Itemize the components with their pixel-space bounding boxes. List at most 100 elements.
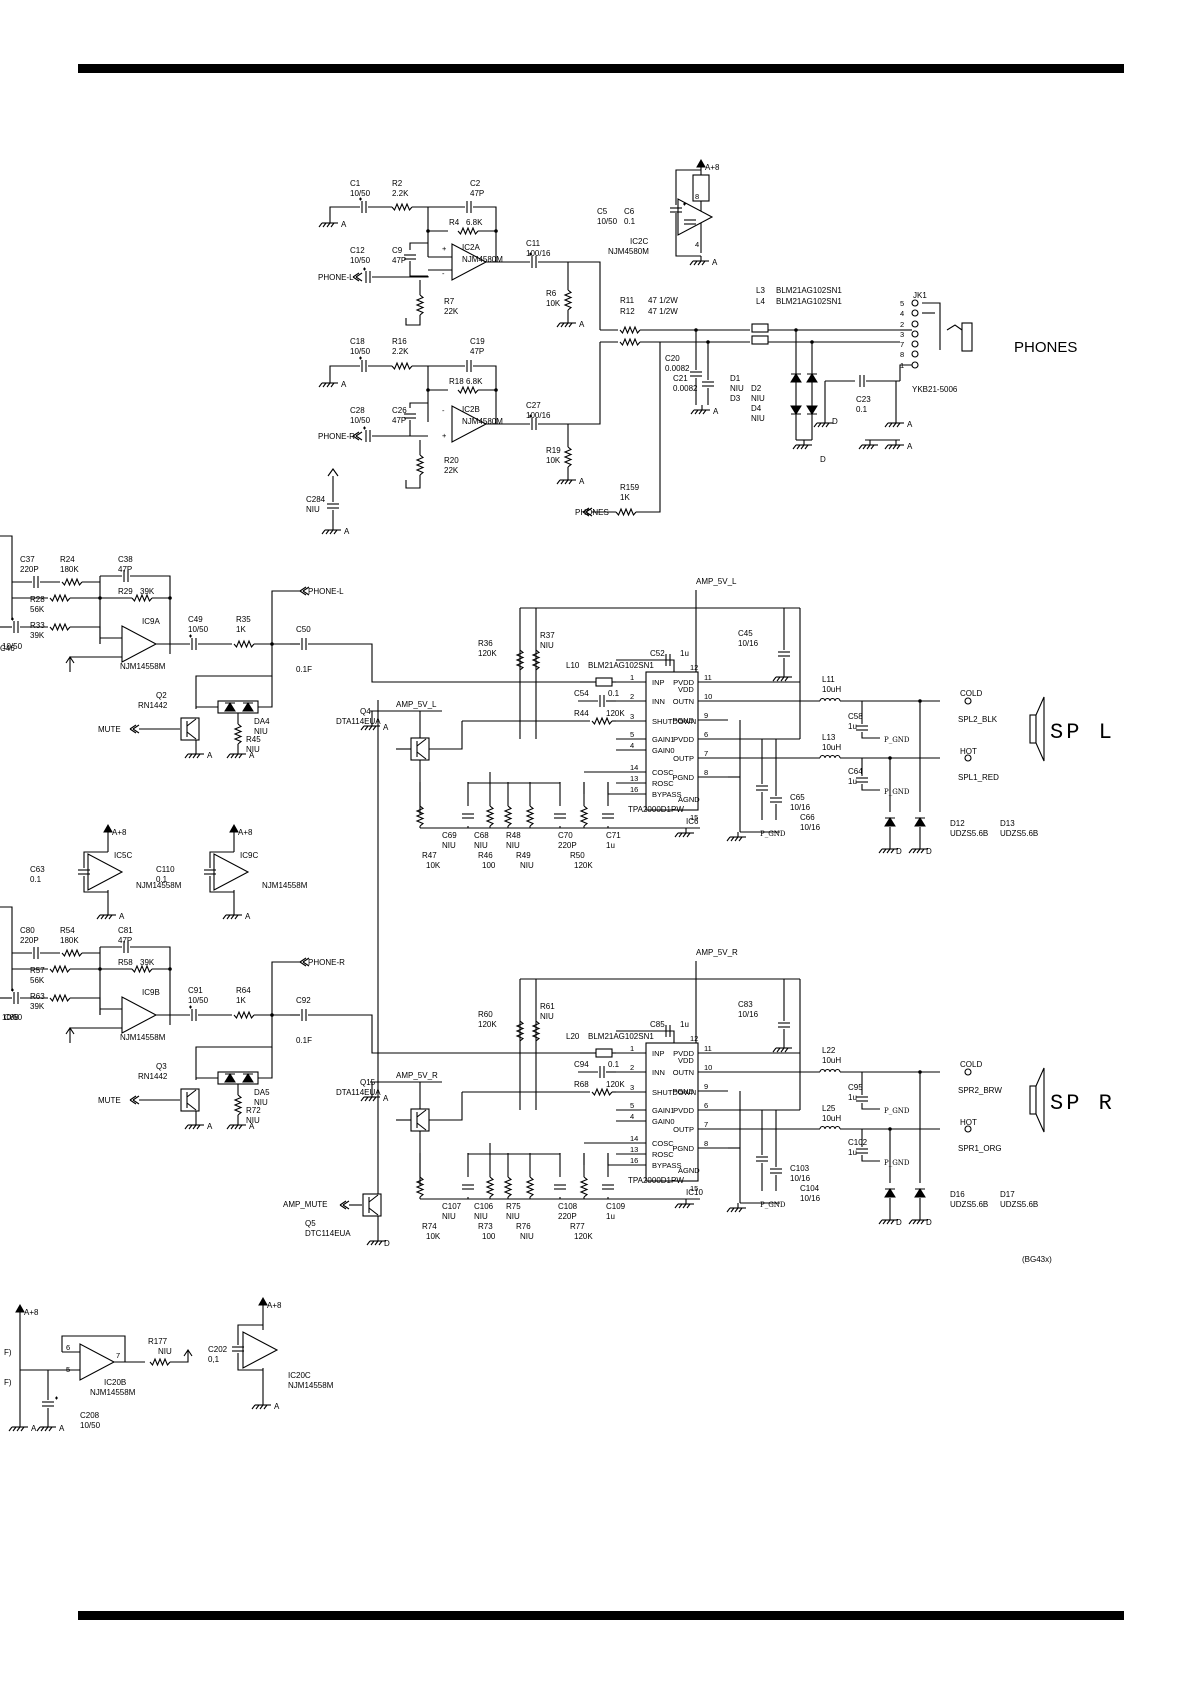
label: 47P [392,416,406,425]
label: C27 [526,401,541,410]
wire [607,1153,616,1166]
ground-icon [908,1219,913,1225]
amp_r-zener-a-icon [884,1188,896,1198]
ground-icon [564,322,569,328]
label: C110 [156,865,175,874]
label: D16 [950,1190,965,1199]
ic-pin-name: PVDD [673,1106,694,1115]
amp_r-bottom-res-3 [503,1176,513,1198]
terminal-icon [911,350,919,358]
amp_r-coupling-cap-plus [189,1005,192,1009]
transistor-leads [416,738,427,760]
ground-icon [326,382,331,388]
label: 1u [606,841,615,850]
ground-icon [329,529,334,535]
label: 10uH [822,685,841,694]
wire [195,1015,273,1080]
ic-pin-name: BYPASS [652,790,681,799]
phone-output-label: PHONE-R [308,958,345,967]
label: L22 [822,1046,836,1055]
label: 56K [30,976,45,985]
ground-icon [568,322,573,328]
label: 100/16 [526,249,551,258]
supply-icon [258,1296,268,1306]
ic-pin-number: 6 [704,730,708,739]
label: RN1442 [138,701,168,710]
ic-pin-name: SHUTDOWN [652,717,696,726]
label: NIU [246,1116,260,1125]
junction-dot [168,967,172,971]
amp_r-input-ferrite-icon [595,1048,613,1058]
amp_l-amplifier-ic [645,671,699,811]
wire [409,261,428,277]
ic-pin-number: 16 [630,1156,638,1165]
ic-pin-number: 5 [630,730,634,739]
ground-icon [48,1426,53,1432]
amp_r-l13-inductor-icon [819,1125,841,1130]
junction-dot [270,642,274,646]
label: D [926,847,932,856]
supply-icon [103,823,113,833]
ground-icon [378,1240,383,1246]
label: R29 [118,587,133,596]
label: + [442,431,447,440]
ic-pin-name: BYPASS [652,1161,681,1170]
amp_l-c46-plus [11,617,14,621]
label: 0.1 [624,217,636,226]
ic-pin-number: 16 [630,785,638,794]
ground-icon [678,1203,683,1209]
r4-resistor [457,226,479,236]
speaker-name: SP R [1050,1091,1115,1116]
amp_r-r45 [233,1094,243,1116]
model-label: (BG43x) [1022,1255,1052,1264]
r20-resistor [415,454,425,476]
ic-pin-name: INP [652,678,665,687]
amp_l-zener-b-icon [914,817,926,827]
label: R47 [422,851,437,860]
wire [675,213,701,257]
label: 0.1F [296,1036,312,1045]
ground-icon [192,1124,197,1130]
ground-icon [226,1124,231,1130]
label: 1u [680,1020,689,1029]
ground-icon [908,848,913,854]
supply-label: A+8 [24,1308,39,1317]
supply-icon [229,823,239,833]
amp_r-mute-arrow-icon [129,1095,140,1105]
junction-dot [810,340,814,344]
amp_l-bottom-res-4 [525,805,535,827]
label: 1u [848,1093,857,1102]
label: R74 [422,1222,437,1231]
label: F) [4,1348,12,1357]
ground-icon [226,914,231,920]
wire [308,1014,580,1054]
label: 10/50 [350,189,371,198]
label: Q15 [360,1078,376,1087]
c18-capacitor-plus [359,356,362,360]
terminal-icon [911,330,919,338]
diode-icon [224,702,236,712]
ic-pin-name: ROSC [652,779,674,788]
label: UDZS5.6B [950,1200,988,1209]
ground-icon [372,1096,377,1102]
ic-pin-name: AGND [678,1166,700,1175]
label: 47 1/2W [648,307,678,316]
l4-ferrite-icon [751,335,769,345]
label: D1 [730,374,741,383]
label: 5 [66,1365,70,1374]
ground-icon [330,222,335,228]
label: 120K [478,1020,497,1029]
cold-label: COLD [960,1060,982,1069]
ground-icon [884,444,889,450]
cold-label: COLD [960,689,982,698]
amp_r-series-res [233,1010,255,1020]
label: R159 [620,483,640,492]
ground-icon [192,753,197,759]
c1-capacitor-plus [359,197,362,201]
label: 39K [140,587,155,596]
amp_r-bottom-res-0 [415,1176,425,1198]
label: 6.8K [466,377,483,386]
ground-icon [251,1404,256,1410]
label: 0.1 [608,689,620,698]
ic-pin-name: PGND [672,773,694,782]
